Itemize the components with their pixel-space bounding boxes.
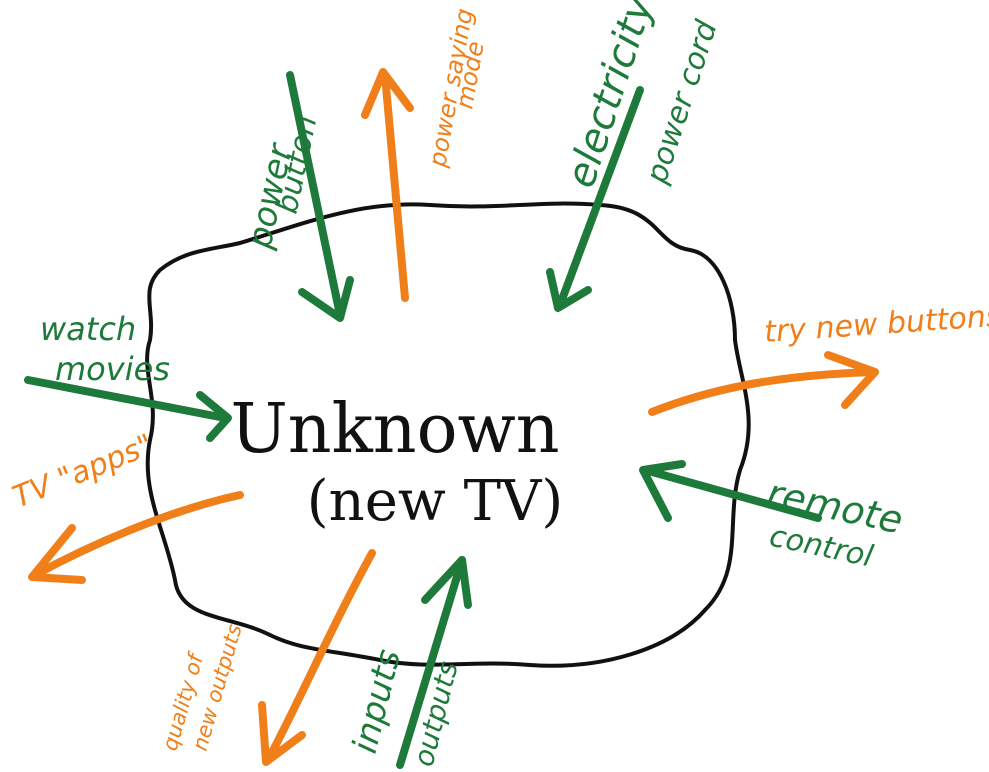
quality-outputs-arrow — [258, 549, 376, 766]
tv-apps-label: TV "apps" — [8, 427, 158, 515]
power-saving-arrow — [361, 68, 414, 302]
center-title: Unknown — [230, 390, 559, 469]
try-new-buttons-arrow — [648, 351, 879, 416]
center-subtitle: (new TV) — [307, 469, 563, 534]
watch-movies-label-2: movies — [55, 350, 170, 388]
power-button-arrow — [286, 71, 354, 322]
inputs-outputs-arrow — [396, 556, 472, 769]
remote-control-arrow — [639, 460, 822, 522]
power-cord-label: power cord — [639, 16, 725, 189]
inputs-label: inputs — [345, 645, 409, 757]
electricity-arrow — [546, 86, 644, 312]
try-new-buttons-label: try new buttons — [763, 298, 989, 349]
tv-apps-arrow — [28, 491, 244, 584]
watch-movies-label-1: watch — [40, 310, 136, 348]
watch-movies-arrow — [24, 376, 232, 442]
